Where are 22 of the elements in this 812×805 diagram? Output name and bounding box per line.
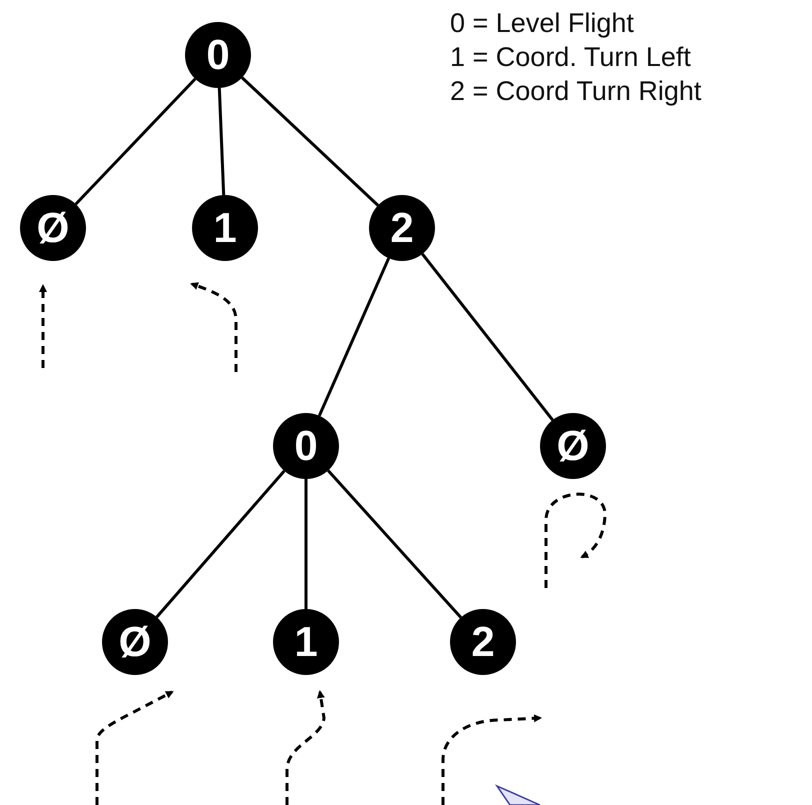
state-circle [185,22,251,88]
state-number: Ø [118,621,152,663]
state-number: Ø [36,207,70,249]
state-number: 0 [206,34,230,76]
state-number: 1 [294,621,318,663]
state-number: 2 [471,621,495,663]
tree-branch [327,469,462,619]
state-number: 2 [390,207,414,249]
tree-branch [156,470,286,618]
legend-text: 1 = Coord. Turn Left [450,41,692,74]
tree-branch [421,253,554,421]
state-number: 1 [213,207,237,249]
tree-branch [318,258,390,416]
state-circle [369,195,435,261]
legend-text: 0 = Level Flight [450,7,635,40]
tree-branch [218,88,226,196]
state-number: 0 [294,425,318,467]
tree-branch [304,479,308,609]
tree-branch [241,76,379,206]
tree-branch [74,78,196,206]
legend-text: 2 = Coord Turn Right [450,75,702,108]
state-number: Ø [556,425,590,467]
